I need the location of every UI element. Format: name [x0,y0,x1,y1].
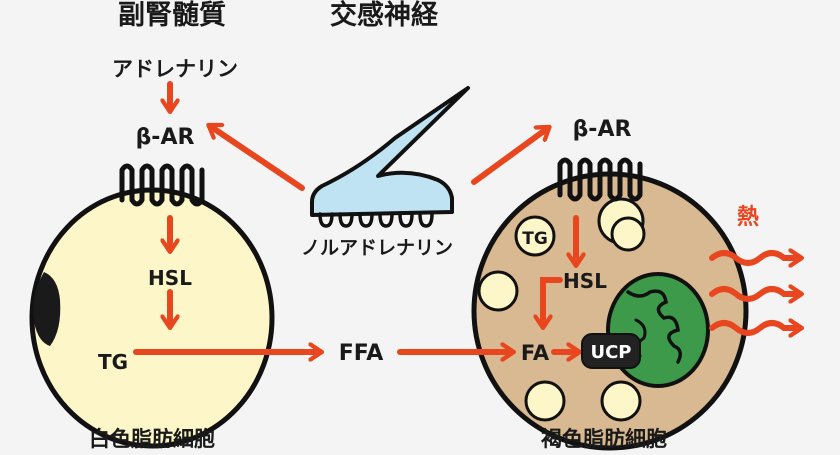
white-adipocyte-membrane [29,187,275,449]
sympathetic-nerve-terminal [310,86,470,228]
white-adipocyte [29,187,275,449]
ucp-box [581,333,641,369]
lipid-droplet [610,216,646,252]
label-hsl-right: HSL [563,269,607,293]
heat-wave-arrow [709,323,800,333]
beta-ar-left-receptor [119,163,205,207]
lipid-droplet [514,215,556,257]
beta-ar-right-receptor [557,157,643,202]
lipid-droplet [524,380,566,422]
label-tg-left: TG [98,350,128,374]
label-ffa: FFA [339,341,384,366]
label-noradrenaline: ノルアドレナリン [301,237,453,259]
lipid-droplet [600,380,642,422]
mitochondrion-cristae [626,289,682,364]
nerve-terminal-buttons [318,212,434,228]
arrow-hsl-to-fa-right [543,277,563,326]
arrow-nerve-to-beta-ar-right [471,128,548,185]
label-hsl-left: HSL [148,266,192,290]
label-beta-ar-right: β-AR [573,117,632,142]
label-adrenaline: アドレナリン [112,57,238,81]
lipid-droplet [477,270,519,312]
label-ucp: UCP [590,342,631,363]
heading-adrenal-medulla: 副腎髄質 [118,0,226,31]
label-brown-adipocyte: 褐色脂肪細胞 [540,427,667,451]
label-white-adipocyte: 白色脂肪細胞 [89,427,215,451]
white-adipocyte-nucleus [33,272,61,346]
heading-sympathetic-nerve: 交感神経 [330,0,439,31]
label-beta-ar-left: β-AR [136,125,195,150]
mitochondrion [606,272,710,388]
label-tg-right: TG [522,229,548,249]
heat-wave-arrow [709,253,800,263]
label-fa: FA [521,341,550,365]
label-heat: 熱 [737,204,759,230]
heat-wave-arrow [709,289,800,299]
arrow-nerve-to-beta-ar-left [210,126,305,191]
